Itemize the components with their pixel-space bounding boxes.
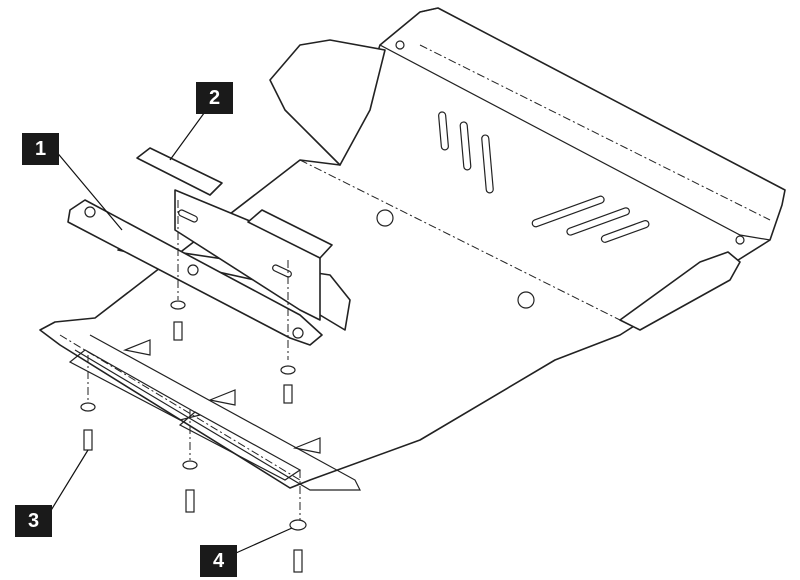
bracket-2 <box>136 147 333 259</box>
skid-plate <box>39 7 786 491</box>
callout-4: 4 <box>200 545 237 577</box>
callout-1: 1 <box>22 133 59 165</box>
bolt <box>80 300 307 573</box>
vent-slots <box>438 111 650 243</box>
bracket-1 <box>67 189 351 346</box>
callout-2: 2 <box>196 82 233 114</box>
fasteners <box>80 200 307 573</box>
callout-3: 3 <box>15 505 52 537</box>
